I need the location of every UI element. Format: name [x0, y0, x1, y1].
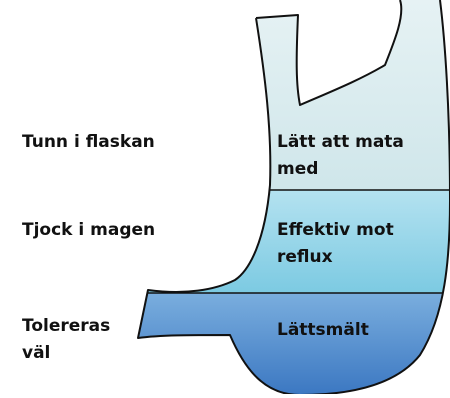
- label-easily-digested: Lättsmält: [277, 317, 427, 344]
- label-thin-in-bottle: Tunn i flaskan: [22, 129, 222, 156]
- label-well-tolerated: Tolereras väl: [22, 313, 132, 367]
- label-easy-to-feed: Lätt att mata med: [277, 129, 427, 183]
- label-effective-against-reflux: Effektiv mot reflux: [277, 217, 427, 271]
- label-thick-in-stomach: Tjock i magen: [22, 217, 222, 244]
